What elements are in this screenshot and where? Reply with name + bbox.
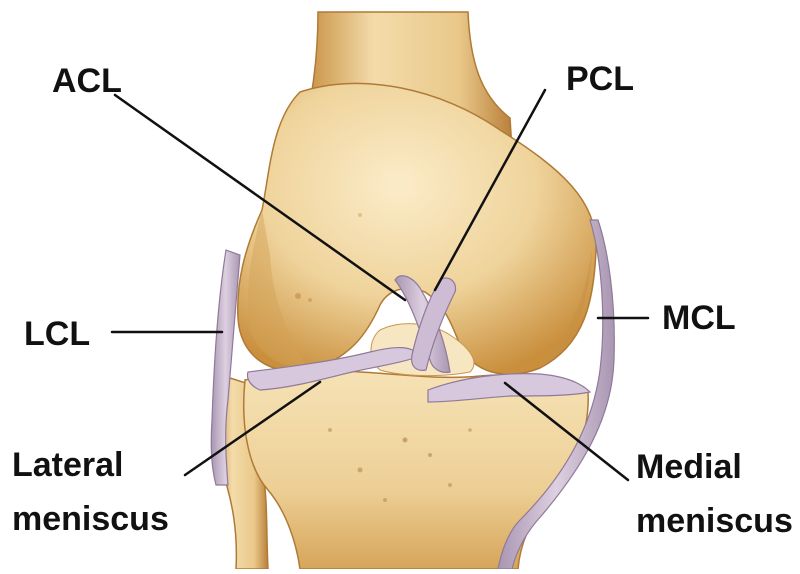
label-lateral-meniscus-line2: meniscus xyxy=(12,500,169,538)
label-medial-meniscus-line2: meniscus xyxy=(636,502,793,540)
label-lateral-meniscus-line1: Lateral xyxy=(12,446,124,484)
label-acl: ACL xyxy=(52,62,122,100)
label-pcl: PCL xyxy=(566,60,634,98)
label-lcl: LCL xyxy=(24,315,90,353)
label-mcl: MCL xyxy=(662,299,736,337)
label-medial-meniscus-line1: Medial xyxy=(636,448,742,486)
